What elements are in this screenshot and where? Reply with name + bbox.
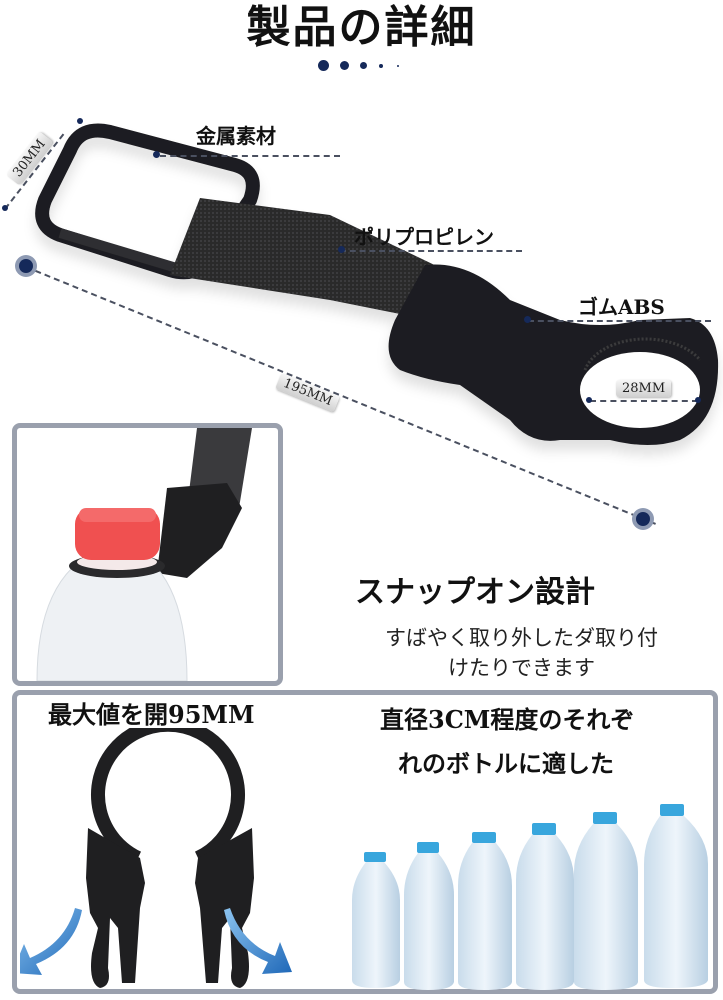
product-image: [0, 80, 723, 540]
opened-clip-image: [20, 728, 320, 990]
dimension-dot-length-start: [19, 259, 33, 273]
compatibility-title-line2: れのボトルに適した: [398, 749, 614, 778]
compatibility-title-line1: 直径3CM程度のそれぞ: [380, 705, 635, 734]
bottle-1: [352, 852, 400, 988]
arrow-right-icon: [224, 908, 292, 974]
snap-on-photo-frame: [12, 423, 283, 686]
leader-line-rubber-abs: [528, 320, 711, 322]
material-label-polypropylene: ポリプロピレン: [354, 225, 494, 249]
leader-line-polypropylene: [340, 250, 522, 252]
dimension-dot-width-end: [77, 118, 83, 124]
leader-dot-metal: [153, 151, 160, 158]
dimension-dot-ring-end: [695, 397, 701, 403]
leader-line-metal: [160, 155, 340, 157]
page-title: 製品の詳細: [246, 2, 477, 53]
arrow-left-icon: [20, 908, 82, 975]
leader-dot-rubber-abs: [524, 316, 531, 323]
material-label-rubber-abs: ゴムABS: [578, 295, 665, 319]
dimension-dot-width-start: [2, 205, 8, 211]
bottle-with-clip-image: [36, 428, 252, 681]
dimension-dot-ring-start: [586, 397, 592, 403]
dimension-line-ring: [590, 400, 698, 402]
leader-dot-polypropylene: [338, 246, 345, 253]
bottles-image: [350, 800, 710, 990]
max-open-title: 最大値を開95MM: [48, 700, 255, 729]
snap-on-description-line2: けたりできます: [448, 656, 595, 680]
dimension-tag-ring: 28MM: [616, 380, 672, 397]
snap-on-description-line1: すばやく取り外したダ取り付: [385, 626, 658, 650]
snap-on-title: スナップオン設計: [355, 575, 595, 610]
material-label-metal: 金属素材: [196, 124, 276, 148]
dimension-dot-length-end: [636, 512, 650, 526]
